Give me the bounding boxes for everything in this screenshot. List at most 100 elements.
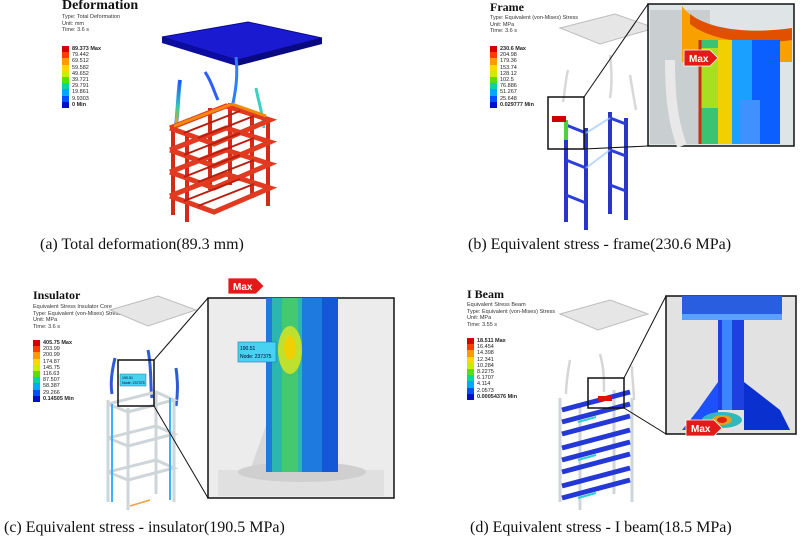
legend-swatch — [62, 95, 69, 102]
zoom-source-box — [117, 359, 155, 407]
panel-c-meta-time: Time: 3.6 s — [33, 323, 60, 330]
legend-entry: 16.454 — [467, 344, 517, 351]
panel-d-meta-unit: Unit: MPa — [467, 315, 492, 321]
panel-d-meta: Equivalent Stress Beam Type: Equivalent … — [467, 302, 555, 328]
legend-value: 128.12 — [500, 70, 517, 77]
top-plate-side — [237, 38, 322, 66]
legend-swatch — [33, 364, 40, 371]
legend-swatch — [62, 83, 69, 90]
legend-swatch — [62, 76, 69, 84]
panel-b-meta: Type: Equivalent (von-Mises) Stress Unit… — [490, 15, 578, 35]
legend-swatch — [33, 358, 40, 365]
panel-d-title: I Beam — [467, 287, 504, 301]
panel-c-probe-node: Node: 237375 — [240, 354, 272, 360]
panel-b-model: Max — [547, 3, 795, 230]
legend-swatch — [62, 89, 69, 96]
legend-value: 69.512 — [72, 58, 89, 65]
panel-d-meta-time: Time: 3.55 s — [467, 321, 498, 328]
legend-swatch — [467, 344, 474, 351]
legend-value: 4.114 — [477, 381, 491, 388]
panel-c-title: Insulator — [33, 288, 81, 302]
legend-entry: 145.75 — [33, 364, 74, 371]
legend-value: 0.14505 Min — [43, 395, 74, 402]
legend-value: 9.9303 — [72, 95, 89, 102]
panel-c: Insulator Equivalent Stress Insulator Co… — [0, 270, 400, 544]
top-plate — [161, 21, 323, 61]
top-plate — [558, 13, 657, 45]
panel-b: Frame Type: Equivalent (von-Mises) Stres… — [400, 0, 800, 270]
legend-value: 2.0573 — [477, 387, 494, 394]
top-plate — [108, 295, 198, 327]
rod — [203, 71, 220, 101]
legend-value: 405.75 Max — [43, 340, 73, 346]
legend-swatch — [62, 70, 69, 77]
panel-d: I Beam Equivalent Stress Beam Type: Equi… — [400, 270, 800, 544]
legend-value: 179.36 — [500, 58, 517, 65]
legend-entry: 29.791 — [62, 83, 101, 90]
legend-entry: 10.284 — [467, 362, 517, 369]
legend-entry: 51.267 — [490, 89, 534, 96]
top-plate-edge — [162, 37, 237, 66]
panel-b-title: Frame — [490, 0, 524, 14]
legend-swatch — [467, 338, 474, 345]
legend-entry: 6.1707 — [467, 375, 517, 382]
legend-entry: 29.266 — [33, 389, 74, 396]
legend-entry: 230.6 Max — [490, 46, 534, 53]
legend-swatch — [33, 389, 40, 396]
legend-entry: 102.5 — [490, 76, 534, 84]
panel-a-meta-type: Type: Total Deformation — [62, 14, 120, 20]
legend-swatch — [62, 46, 69, 53]
legend-value: 29.791 — [72, 83, 89, 90]
top-plate — [558, 299, 650, 331]
legend-value: 87.507 — [43, 377, 60, 384]
legend-swatch — [490, 89, 497, 96]
legend-value: 89.373 Max — [72, 46, 102, 52]
legend-swatch — [62, 64, 69, 71]
legend-value: 174.87 — [43, 358, 60, 365]
legend-value: 10.284 — [477, 362, 494, 369]
legend-swatch — [467, 362, 474, 369]
panel-c-meta-type: Type: Equivalent (von-Mises) Stress — [33, 310, 122, 317]
legend-swatch — [490, 70, 497, 77]
legend-value: 18.511 Max — [477, 338, 506, 344]
legend-entry: 200.99 — [33, 352, 74, 359]
legend-value: 0 Min — [72, 101, 87, 108]
legend-swatch — [33, 377, 40, 384]
legend-value: 203.99 — [43, 346, 60, 353]
legend-entry: 25.648 — [490, 95, 534, 102]
panel-d-meta-type: Type: Equivalent (von-Mises) Stress — [467, 308, 556, 315]
legend-value: 19.861 — [72, 89, 89, 96]
panel-c-probe-value: 190.51 — [240, 346, 256, 352]
panel-c-probe-node-small: Node: 237375 — [122, 381, 145, 385]
legend-swatch — [33, 352, 40, 359]
panel-c-meta-name: Equivalent Stress Insulator Core — [33, 304, 112, 310]
zoom-inset: Max — [647, 3, 795, 148]
zoom-source-box — [587, 377, 625, 409]
legend-value: 51.267 — [500, 89, 517, 96]
legend-value: 59.582 — [72, 64, 89, 71]
panel-a-model — [161, 21, 323, 222]
legend-value: 25.648 — [500, 95, 517, 102]
legend-swatch — [490, 64, 497, 71]
legend-swatch — [62, 101, 69, 108]
legend-swatch — [33, 370, 40, 378]
legend-entry: 58.387 — [33, 383, 74, 390]
legend-swatch — [33, 340, 40, 347]
legend-value: 0.00054376 Min — [477, 393, 518, 400]
zoom-source-box — [547, 96, 585, 150]
legend-swatch — [62, 52, 69, 59]
panel-d-meta-name: Equivalent Stress Beam — [467, 302, 526, 308]
legend-entry: 14.398 — [467, 350, 517, 357]
panel-c-meta: Equivalent Stress Insulator Core Type: E… — [33, 304, 121, 330]
legend-swatch — [490, 76, 497, 84]
legend-value: 12.341 — [477, 356, 494, 363]
legend-entry: 0 Min — [62, 101, 101, 108]
legend-swatch — [467, 350, 474, 357]
legend-swatch — [33, 346, 40, 353]
legend-entry: 128.12 — [490, 70, 534, 77]
panel-b-meta-type: Type: Equivalent (von-Mises) Stress — [490, 15, 579, 21]
legend-entry: 0.00054376 Min — [467, 393, 518, 400]
legend-entry: 0.14505 Min — [33, 395, 74, 402]
legend-entry: 203.99 — [33, 346, 74, 353]
